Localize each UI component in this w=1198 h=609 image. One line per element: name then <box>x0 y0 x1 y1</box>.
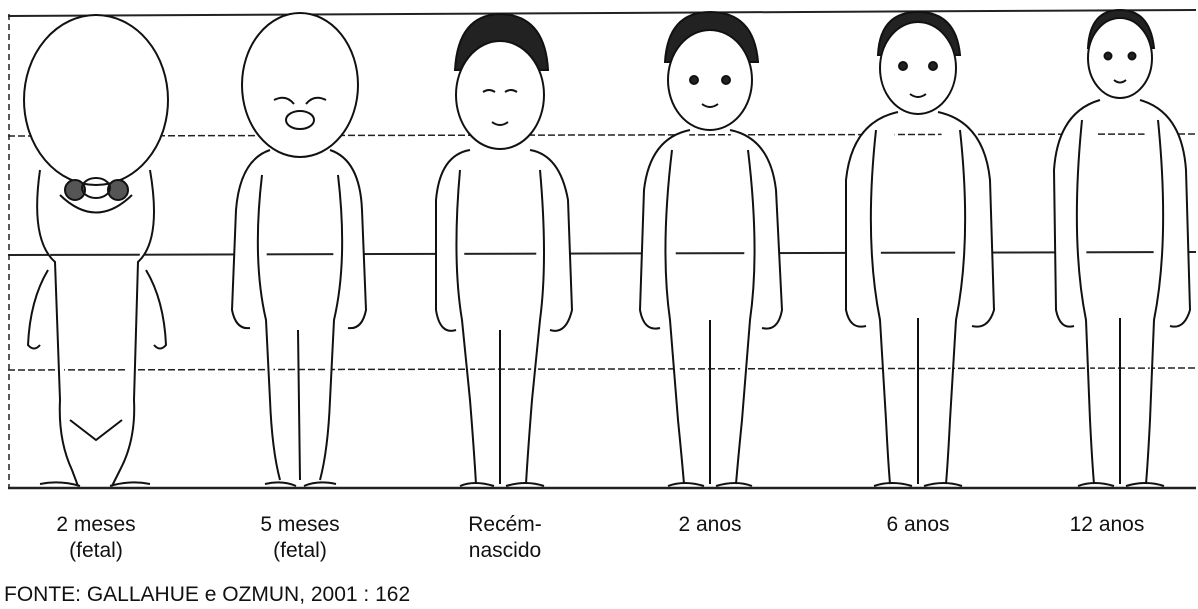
proportion-grid <box>8 10 1196 488</box>
stage-label-line1: 2 anos <box>625 512 795 538</box>
grid-line-3 <box>8 368 1196 370</box>
figure-5-meses-fetal <box>232 13 366 486</box>
grid-top-line <box>8 10 1196 16</box>
stage-label-line1: 12 anos <box>1022 512 1192 538</box>
stage-label-12-anos: 12 anos <box>1022 512 1192 538</box>
figure-2-anos <box>640 12 782 486</box>
stage-label-2-anos: 2 anos <box>625 512 795 538</box>
grid-line-1 <box>8 134 1196 136</box>
grid-line-2 <box>8 252 1196 255</box>
stage-label-5-meses: 5 meses (fetal) <box>215 512 385 564</box>
figure-12-anos <box>1054 10 1190 486</box>
figure-2-meses-fetal <box>24 15 168 486</box>
stage-label-recem-nascido: Recém- nascido <box>420 512 590 564</box>
stage-label-2-meses: 2 meses (fetal) <box>11 512 181 564</box>
stage-label-line2: (fetal) <box>11 538 181 564</box>
stage-label-line1: 6 anos <box>833 512 1003 538</box>
body-proportion-diagram <box>0 0 1198 500</box>
source-caption: FONTE: GALLAHUE e OZMUN, 2001 : 162 <box>4 582 410 608</box>
stage-label-line1: Recém- <box>420 512 590 538</box>
figure-6-anos <box>846 12 994 486</box>
stage-label-6-anos: 6 anos <box>833 512 1003 538</box>
figure-recem-nascido <box>436 14 572 486</box>
stage-label-line2: nascido <box>420 538 590 564</box>
stage-label-line2: (fetal) <box>215 538 385 564</box>
stage-label-line1: 2 meses <box>11 512 181 538</box>
stage-label-line1: 5 meses <box>215 512 385 538</box>
